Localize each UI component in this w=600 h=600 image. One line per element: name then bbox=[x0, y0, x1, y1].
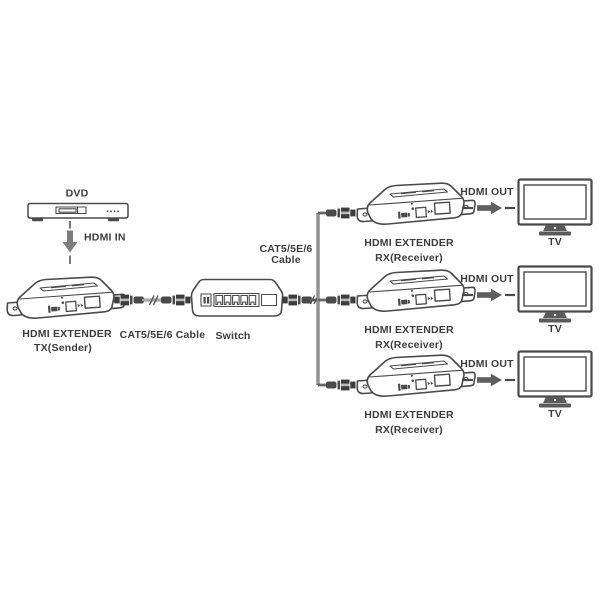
cable-break-mark bbox=[148, 295, 159, 306]
receiver-row-3: HDMI EXTENDER RX(Receiver) HDMI OUT TV bbox=[318, 350, 593, 436]
hdmi-out-label-3: HDMI OUT bbox=[460, 358, 514, 370]
rx-extender-1 bbox=[356, 182, 476, 225]
tv-label-2: TV bbox=[548, 323, 562, 335]
tv-3 bbox=[517, 350, 593, 409]
rx1-label-line1: HDMI EXTENDER bbox=[364, 237, 454, 249]
trunk-cable-label-line2: Cable bbox=[271, 254, 301, 266]
hdmi-out-arrow-icon-3 bbox=[462, 373, 515, 387]
trunk-cable-label-line1: CAT5/5E/6 bbox=[260, 243, 313, 255]
tv-2 bbox=[517, 265, 593, 324]
tx-cable-label: CAT5/5E/6 Cable bbox=[120, 329, 206, 341]
dvd-label: DVD bbox=[66, 188, 89, 200]
tx-label-line2: TX(Sender) bbox=[34, 342, 92, 354]
receiver-row-2: HDMI EXTENDER RX(Receiver) HDMI OUT TV bbox=[318, 265, 593, 351]
dvd-disc-tray bbox=[55, 206, 87, 215]
rj45-plug-icon bbox=[326, 379, 356, 391]
rj45-plug-icon bbox=[326, 207, 356, 219]
rx1-label-line2: RX(Receiver) bbox=[375, 252, 443, 264]
rj45-plug-icon bbox=[326, 294, 356, 306]
receiver-row-1: HDMI EXTENDER RX(Receiver) HDMI OUT TV bbox=[318, 178, 593, 264]
hdmi-out-label-2: HDMI OUT bbox=[460, 273, 514, 285]
rx-extender-2 bbox=[356, 269, 476, 312]
dvd-indicator-dots bbox=[106, 210, 119, 213]
switch-label: Switch bbox=[215, 330, 250, 342]
rx3-label-line1: HDMI EXTENDER bbox=[364, 409, 454, 421]
hdmi-in-connection: HDMI IN bbox=[62, 221, 126, 264]
tv-1 bbox=[517, 178, 593, 237]
tv-label-3: TV bbox=[548, 408, 562, 420]
tv-label-1: TV bbox=[548, 236, 562, 248]
rx3-label-line2: RX(Receiver) bbox=[375, 424, 443, 436]
network-switch: Switch bbox=[190, 278, 284, 342]
rx2-label-line2: RX(Receiver) bbox=[375, 339, 443, 351]
cat5-cable-tx-to-switch: CAT5/5E/6 Cable bbox=[114, 294, 206, 341]
rx2-label-line1: HDMI EXTENDER bbox=[364, 324, 454, 336]
hdmi-in-arrow-icon bbox=[62, 230, 78, 253]
tx-label-line1: HDMI EXTENDER bbox=[22, 328, 112, 340]
rx-extender-3 bbox=[356, 354, 476, 397]
rj45-plug-icon bbox=[282, 294, 312, 306]
tx-extender: HDMI EXTENDER TX(Sender) bbox=[6, 276, 126, 354]
hdmi-out-label-1: HDMI OUT bbox=[460, 186, 514, 198]
hdmi-in-label: HDMI IN bbox=[84, 232, 126, 244]
hdmi-out-arrow-icon-1 bbox=[462, 201, 515, 215]
dvd-player: DVD bbox=[27, 188, 129, 222]
rj45-plug-icon bbox=[161, 294, 191, 306]
hdmi-out-arrow-icon-2 bbox=[462, 288, 515, 302]
